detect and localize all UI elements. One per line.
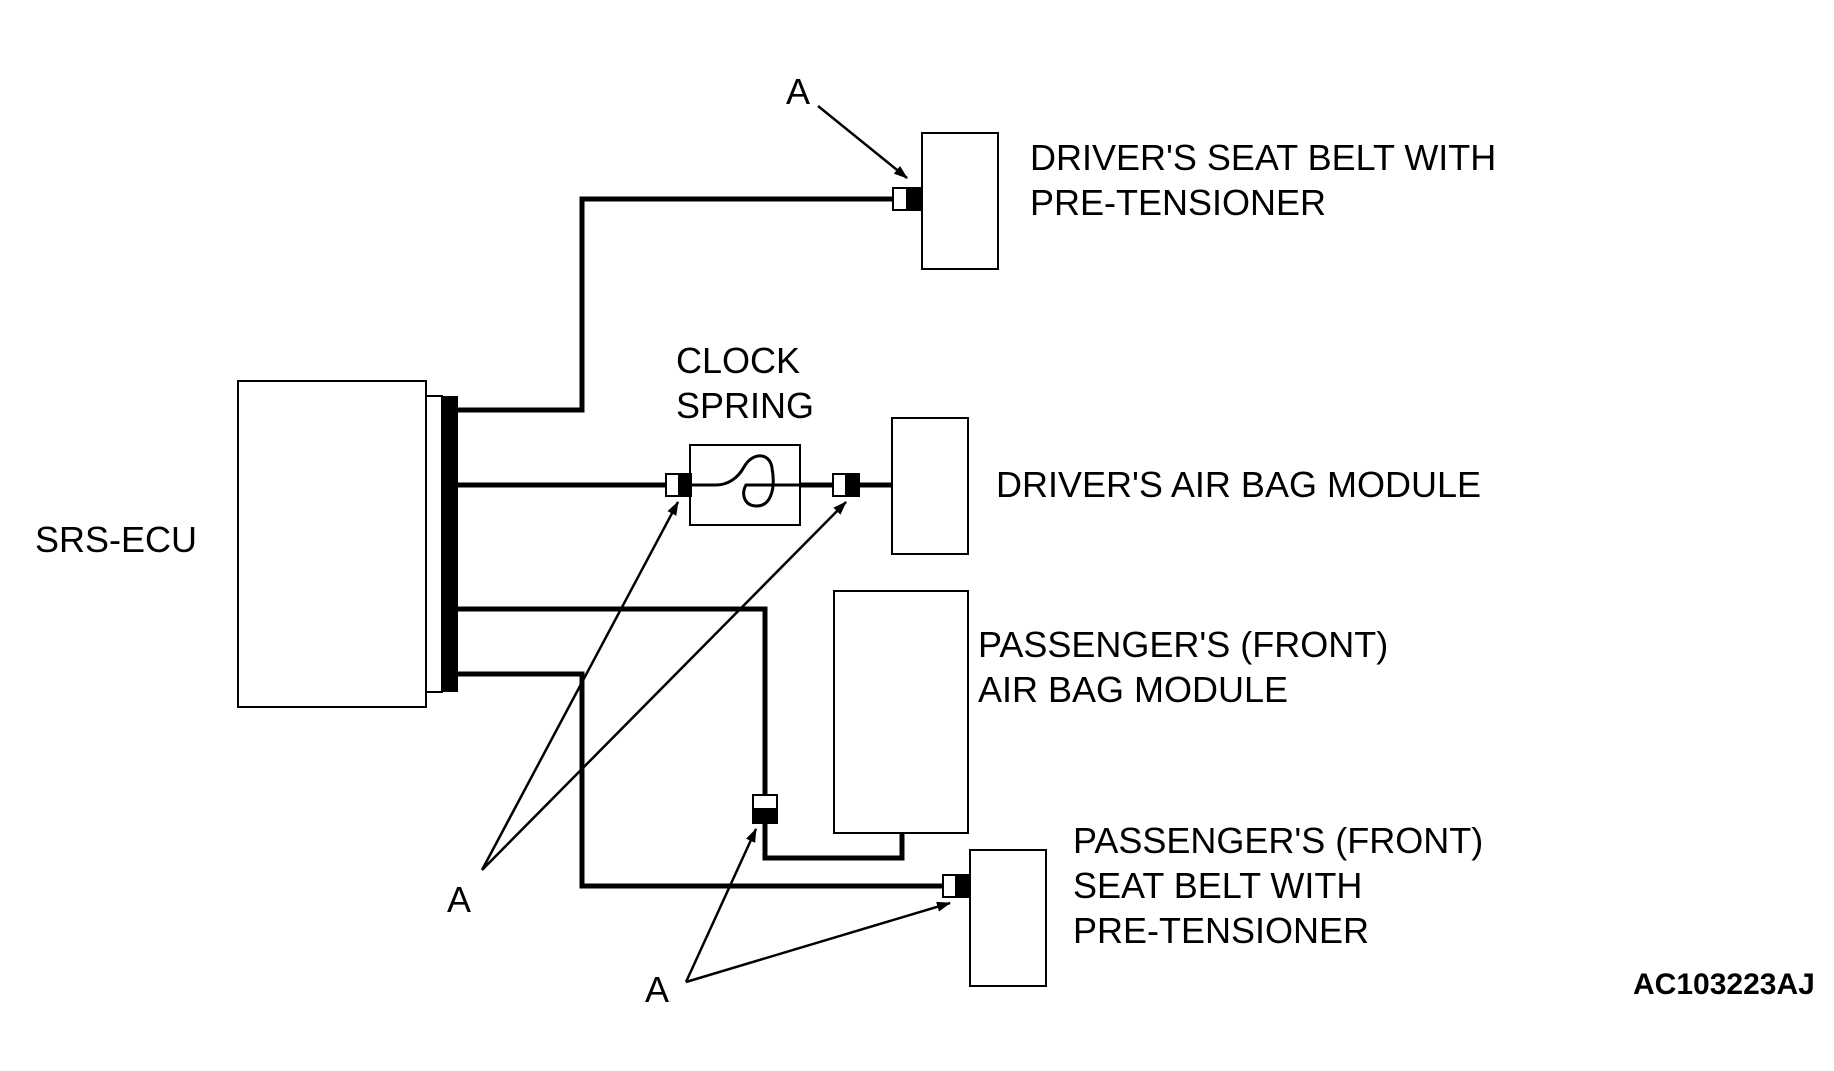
drivers-airbag-label: DRIVER'S AIR BAG MODULE — [996, 464, 1481, 505]
leader-a-left-to-drivers-airbag — [481, 501, 847, 871]
callout-a-left: A — [447, 879, 471, 920]
clock-spring-coil — [690, 454, 800, 508]
wire-connector-to-passengers-airbag — [762, 823, 905, 861]
leader-a-bottom-to-passenger-airbag — [684, 828, 758, 983]
passengers-airbag-box — [833, 590, 969, 834]
connector-passengers-airbag — [752, 794, 778, 824]
drivers-seat-belt-box — [921, 132, 999, 270]
leader-a-bottom-to-passenger-seat-belt — [685, 901, 951, 984]
srs-ecu-label: SRS-ECU — [35, 519, 197, 560]
connector-drivers-seat-belt — [892, 187, 923, 211]
srs-ecu-connector-bar — [442, 396, 458, 692]
drivers-airbag-box — [891, 417, 969, 555]
leader-a-top — [817, 105, 908, 179]
connector-clock-spring-input — [665, 473, 692, 497]
wire-ecu-to-drivers-seat-belt — [458, 196, 893, 413]
callout-a-bottom: A — [645, 969, 669, 1010]
connector-drivers-airbag — [832, 473, 860, 497]
leader-a-left-to-clock-spring — [480, 501, 680, 871]
srs-ecu — [237, 380, 458, 708]
figure-code: AC103223AJ — [1633, 968, 1815, 1001]
passengers-airbag-label: PASSENGER'S (FRONT) AIR BAG MODULE — [978, 624, 1398, 710]
connector-passengers-seat-belt — [942, 874, 971, 898]
srs-ecu-body — [237, 380, 427, 708]
srs-ecu-connector-block — [425, 395, 443, 693]
wire-ecu-to-passengers-seat-belt — [458, 671, 943, 889]
wire-ecu-to-passenger-airbag-connector — [458, 606, 768, 795]
drivers-seat-belt-label: DRIVER'S SEAT BELT WITH PRE-TENSIONER — [1030, 137, 1506, 223]
callout-a-top: A — [786, 71, 810, 112]
passengers-seat-belt-box — [969, 849, 1047, 987]
passengers-seat-belt-label: PASSENGER'S (FRONT) SEAT BELT WITH PRE-T… — [1073, 820, 1493, 951]
clock-spring-label: CLOCK SPRING — [676, 340, 814, 426]
